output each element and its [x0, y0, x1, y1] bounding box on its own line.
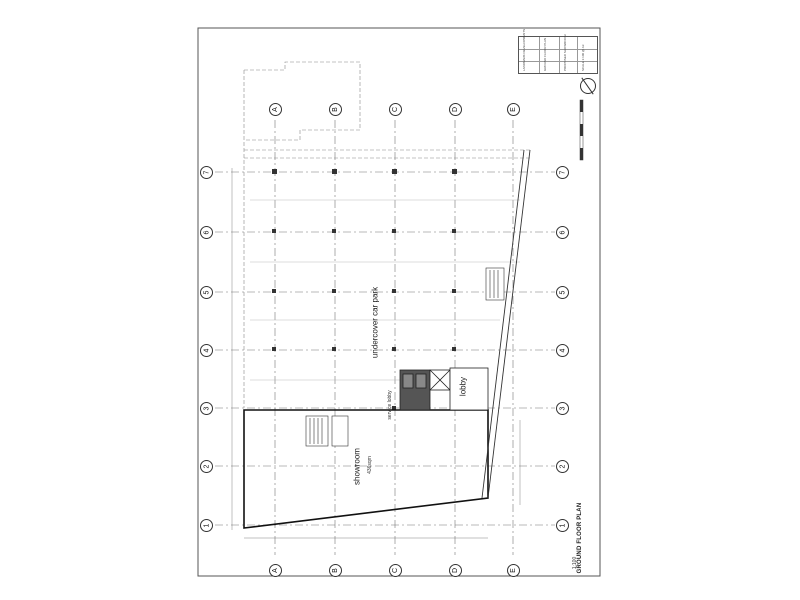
grid-bubble-left-2: 2 [200, 460, 213, 473]
grid-bubble-left-5: 5 [200, 286, 213, 299]
title-block: LANDMARK DEVELOPMENTS GROUND FLOOR PLAN … [518, 29, 598, 74]
car-park-label: undercover car park [370, 286, 380, 359]
grid-bubble-right-6: 6 [556, 226, 569, 239]
sheet-border [197, 27, 601, 577]
grid-bubble-top-b: B [329, 103, 342, 116]
dimension-lines [231, 168, 521, 539]
grid-bubble-right-1: 1 [556, 519, 569, 532]
north-arrow-icon [580, 78, 596, 94]
grid-bubble-left-1: 1 [200, 519, 213, 532]
grid-bubble-left-6: 6 [200, 226, 213, 239]
grid-bubble-top-d: D [449, 103, 462, 116]
grid-bubble-bottom-c: C [389, 564, 402, 577]
title-block-line-3: PROPOSED SHOWROOM [563, 34, 567, 71]
scale-bar [579, 99, 584, 161]
grid-bubble-right-3: 3 [556, 402, 569, 415]
title-block-line-4: SCALE 1:100 @ A3 [581, 44, 585, 71]
east-boundary [481, 149, 531, 499]
grid-bubble-right-4: 4 [556, 344, 569, 357]
grid-bubble-top-c: C [389, 103, 402, 116]
title-block-line-2: GROUND FLOOR PLAN [543, 37, 547, 71]
grid-bubble-bottom-e: E [507, 564, 520, 577]
grid-bubble-bottom-a: A [269, 564, 282, 577]
showroom-stair [305, 415, 349, 447]
parking-bays [250, 199, 520, 381]
grid-bubble-left-4: 4 [200, 344, 213, 357]
building-outline [243, 409, 489, 529]
grid-bubble-left-3: 3 [200, 402, 213, 415]
showroom-label: showroom [352, 448, 362, 485]
grid-lines-columns [274, 120, 514, 555]
boundary-stair [485, 267, 505, 301]
grid-bubble-right-7: 7 [556, 166, 569, 179]
canopy-outline [243, 61, 530, 408]
grid-bubble-bottom-b: B [329, 564, 342, 577]
grid-lines-rows [215, 171, 555, 526]
core-area [399, 367, 489, 411]
car-park-columns [272, 169, 457, 410]
grid-bubble-top-e: E [507, 103, 520, 116]
lobby-label: lobby [458, 376, 468, 397]
grid-bubble-right-5: 5 [556, 286, 569, 299]
grid-bubble-right-2: 2 [556, 460, 569, 473]
service-lobby-label: service lobby [387, 390, 393, 420]
drawing-scale: 1:100 [572, 556, 578, 570]
title-block-line-1: LANDMARK DEVELOPMENTS [522, 28, 526, 71]
grid-bubble-left-7: 7 [200, 166, 213, 179]
showroom-area-label: 436sqm [367, 456, 373, 474]
grid-bubble-top-a: A [269, 103, 282, 116]
grid-bubble-bottom-d: D [449, 564, 462, 577]
